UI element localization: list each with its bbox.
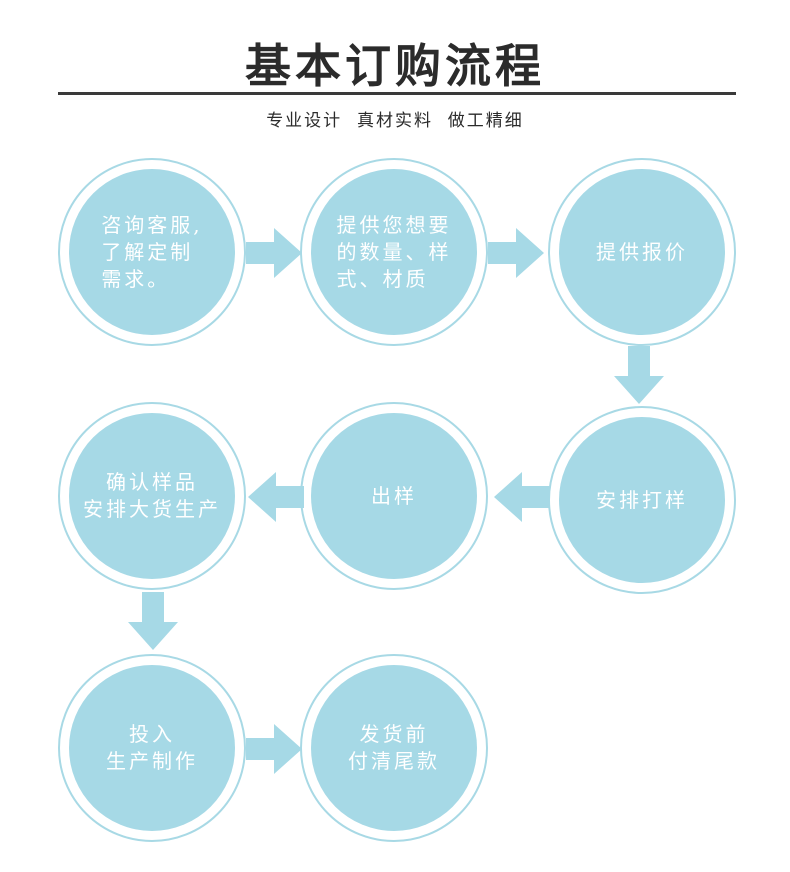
step-disc: 发货前 付清尾款: [311, 665, 477, 831]
arrow-right-icon: [488, 228, 544, 278]
arrow-right-icon: [246, 724, 302, 774]
step-label: 确认样品 安排大货生产: [83, 470, 221, 521]
arrow-down-icon: [128, 592, 178, 650]
step-confirm-sample: 确认样品 安排大货生产: [58, 402, 246, 590]
step-label: 安排打样: [596, 487, 688, 512]
step-disc: 确认样品 安排大货生产: [69, 413, 235, 579]
step-disc: 咨询客服, 了解定制 需求。: [69, 169, 235, 335]
step-consult: 咨询客服, 了解定制 需求。: [58, 158, 246, 346]
step-sampling: 安排打样: [548, 406, 736, 594]
step-label: 提供您想要 的数量、样 式、材质: [336, 212, 452, 291]
step-label: 出样: [371, 483, 417, 508]
step-label: 投入 生产制作: [106, 722, 198, 773]
step-requirements: 提供您想要 的数量、样 式、材质: [300, 158, 488, 346]
step-production: 投入 生产制作: [58, 654, 246, 842]
page-subtitle: 专业设计 真材实料 做工精细: [266, 111, 524, 131]
arrow-left-icon: [494, 472, 550, 522]
step-quote: 提供报价: [548, 158, 736, 346]
step-disc: 提供您想要 的数量、样 式、材质: [311, 169, 477, 335]
step-label: 提供报价: [596, 239, 688, 264]
title-divider: [58, 92, 736, 95]
step-label: 咨询客服, 了解定制 需求。: [101, 212, 203, 291]
arrow-down-icon: [614, 346, 664, 404]
step-label: 发货前 付清尾款: [348, 722, 440, 773]
step-sample-out: 出样: [300, 402, 488, 590]
step-disc: 投入 生产制作: [69, 665, 235, 831]
step-disc: 出样: [311, 413, 477, 579]
arrow-left-icon: [248, 472, 304, 522]
step-disc: 安排打样: [559, 417, 725, 583]
page-title: 基本订购流程: [245, 39, 545, 93]
step-disc: 提供报价: [559, 169, 725, 335]
step-final-payment: 发货前 付清尾款: [300, 654, 488, 842]
arrow-right-icon: [246, 228, 302, 278]
